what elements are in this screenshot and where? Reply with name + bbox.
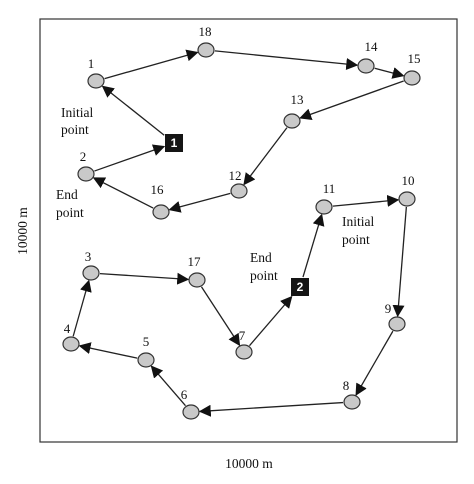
customer-node-12: 12: [229, 168, 248, 199]
route-1-edge-D1-to-1: [101, 85, 165, 136]
node-marker: [197, 42, 215, 58]
node-label: 17: [188, 254, 202, 269]
route-1-edge-12-to-16: [168, 192, 231, 213]
annotation-initial-point-2: Initial point: [342, 214, 374, 247]
customer-node-13: 13: [283, 92, 304, 129]
customer-node-9: 9: [385, 301, 406, 332]
route-1-edge-15-to-13: [299, 80, 404, 121]
customer-node-5: 5: [137, 334, 155, 368]
svg-text:point: point: [61, 122, 89, 137]
depot-label: 1: [171, 136, 178, 150]
route-2-edge-8-to-6: [198, 401, 344, 417]
route-1-edge-1-to-18: [104, 49, 199, 80]
svg-text:Initial: Initial: [342, 214, 374, 229]
depot-label: 2: [297, 280, 304, 294]
node-label: 2: [80, 149, 87, 164]
node-marker: [357, 58, 375, 74]
node-marker: [82, 265, 100, 281]
node-label: 14: [365, 39, 379, 54]
customer-node-11: 11: [315, 181, 336, 215]
node-label: 6: [181, 387, 188, 402]
depot-marker: [165, 134, 183, 152]
customer-node-17: 17: [188, 254, 206, 288]
node-marker: [315, 199, 333, 215]
node-marker: [137, 352, 155, 368]
annotation-initial-point-1: Initial point: [61, 105, 93, 137]
route-1-edge-16-to-2: [92, 177, 154, 209]
node-label: 7: [239, 328, 246, 343]
svg-text:End: End: [250, 250, 272, 265]
route-2-edge-6-to-5: [150, 365, 187, 407]
node-label: 11: [323, 181, 336, 196]
annotation-end-point-2: End point: [250, 250, 278, 283]
annotation-end-point-1: End point: [56, 187, 84, 220]
route-2-edge-D2-to-11: [302, 213, 325, 278]
plot-frame: [39, 18, 458, 443]
customer-node-4: 4: [62, 321, 80, 352]
node-marker: [77, 166, 95, 182]
node-marker: [398, 191, 416, 207]
node-marker: [152, 204, 170, 220]
route-2-edge-11-to-10: [332, 194, 400, 207]
route-1-edge-18-to-14: [214, 50, 359, 71]
svg-text:point: point: [56, 205, 84, 220]
customer-node-15: 15: [403, 51, 421, 86]
node-label: 3: [85, 249, 92, 264]
node-label: 4: [64, 321, 71, 336]
customer-node-8: 8: [343, 378, 361, 410]
x-axis-label: 10000 m: [225, 456, 273, 471]
node-marker: [235, 344, 253, 360]
svg-text:point: point: [342, 232, 370, 247]
y-axis-label: 10000 m: [15, 207, 30, 255]
node-label: 5: [143, 334, 150, 349]
svg-text:point: point: [250, 268, 278, 283]
node-label: 18: [199, 24, 212, 39]
route-2-edge-9-to-8: [355, 330, 394, 396]
node-label: 15: [408, 51, 421, 66]
node-label: 12: [229, 168, 242, 183]
customer-node-14: 14: [357, 39, 379, 74]
route-2-edge-7-to-D2: [248, 295, 293, 347]
route-2-edge-10-to-9: [392, 206, 408, 318]
customer-node-6: 6: [181, 387, 200, 420]
node-label: 13: [291, 92, 304, 107]
node-label: 10: [402, 173, 415, 188]
depot-marker: [291, 278, 309, 296]
route-1-edge-14-to-15: [374, 67, 405, 79]
node-marker: [403, 70, 421, 86]
customer-node-1: 1: [87, 56, 105, 89]
route-2-edge-3-to-17: [99, 272, 190, 285]
customer-node-3: 3: [82, 249, 100, 281]
route-2-edge-5-to-4: [78, 342, 138, 359]
node-marker: [62, 336, 80, 352]
customer-node-10: 10: [398, 173, 416, 207]
node-label: 1: [88, 56, 95, 71]
node-marker: [388, 316, 406, 332]
customer-node-16: 16: [151, 182, 170, 220]
route-edges: [72, 49, 408, 417]
svg-text:End: End: [56, 187, 78, 202]
svg-text:Initial: Initial: [61, 105, 93, 120]
customer-node-18: 18: [197, 24, 215, 58]
node-marker: [87, 73, 105, 89]
node-label: 9: [385, 301, 392, 316]
route-2-edge-17-to-7: [200, 286, 241, 347]
node-marker: [343, 394, 361, 410]
route-1-edge-13-to-12: [243, 127, 288, 186]
node-label: 16: [151, 182, 165, 197]
depot-1: 1: [165, 134, 183, 152]
node-marker: [283, 113, 301, 129]
customer-node-2: 2: [77, 149, 95, 182]
route-1-edge-2-to-D1: [94, 144, 166, 172]
customer-node-7: 7: [235, 328, 253, 360]
node-marker: [182, 404, 200, 420]
node-label: 8: [343, 378, 350, 393]
node-marker: [188, 272, 206, 288]
depots: 12: [165, 134, 309, 296]
node-marker: [230, 183, 248, 199]
depot-2: 2: [291, 278, 309, 296]
route-2-edge-4-to-3: [72, 279, 92, 337]
